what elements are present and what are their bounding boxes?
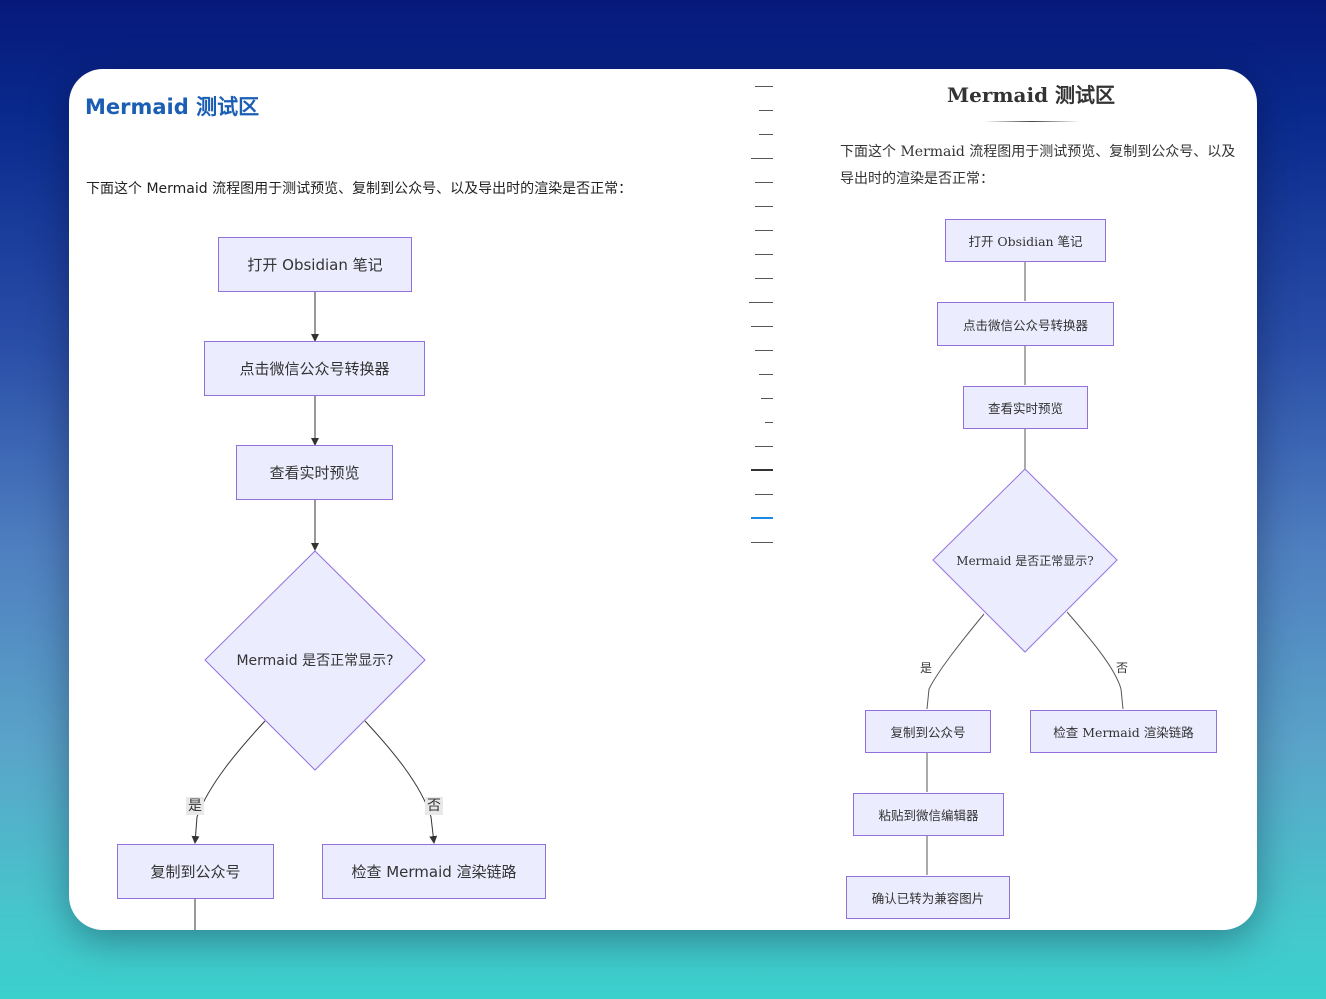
outline-tick[interactable] [755,230,773,231]
editor-flowchart-edges [191,292,438,930]
preview-edge-label-yes: 是 [920,661,933,675]
node-label: 检查 Mermaid 渲染链路 [1053,725,1194,740]
preview-node-confirm-image: 确认已转为兼容图片 [846,876,1010,919]
node-label: 复制到公众号 [150,863,241,881]
node-label: 打开 Obsidian 笔记 [968,234,1083,249]
outline-scroll-indicator[interactable] [749,69,779,930]
node-label: 点击微信公众号转换器 [239,360,390,378]
editor-pane[interactable]: Mermaid 测试区 下面这个 Mermaid 流程图用于测试预览、复制到公众… [69,69,749,930]
node-label: 检查 Mermaid 渲染链路 [351,863,517,881]
flowchart-node-check-render: 检查 Mermaid 渲染链路 [322,844,546,899]
preview-heading: Mermaid 测试区 [946,83,1116,107]
preview-flowchart-edges [926,262,1124,875]
outline-tick[interactable] [755,350,773,351]
outline-tick[interactable] [761,398,773,399]
node-label: 查看实时预览 [269,464,360,482]
flowchart-node-open-obsidian: 打开 Obsidian 笔记 [218,237,412,292]
editor-heading: Mermaid 测试区 [85,95,260,119]
app-window: Mermaid 测试区 下面这个 Mermaid 流程图用于测试预览、复制到公众… [69,69,1257,930]
edge-label-yes: 是 [186,797,204,815]
edge-label-no: 否 [425,797,443,815]
outline-tick[interactable] [755,494,773,495]
outline-tick[interactable] [751,542,773,543]
heading-divider [984,121,1080,122]
node-label: 确认已转为兼容图片 [871,891,985,906]
preview-node-check-render: 检查 Mermaid 渲染链路 [1030,710,1217,753]
preview-edge-label-no: 否 [1116,661,1129,675]
preview-node-open-obsidian: 打开 Obsidian 笔记 [945,219,1106,262]
outline-tick[interactable] [755,254,773,255]
outline-tick[interactable] [759,110,773,111]
outline-tick[interactable] [751,158,773,159]
preview-pane[interactable]: Mermaid 测试区 下面这个 Mermaid 流程图用于测试预览、复制到公众… [779,69,1257,930]
preview-node-paste-editor: 粘贴到微信编辑器 [853,793,1004,836]
outline-tick-current[interactable] [751,469,773,471]
outline-tick[interactable] [751,326,773,327]
flowchart-node-live-preview: 查看实时预览 [236,445,393,500]
outline-tick[interactable] [759,134,773,135]
flowchart-decision-label: Mermaid 是否正常显示? [236,653,394,669]
node-label: 复制到公众号 [890,725,966,740]
outline-tick[interactable] [755,206,773,207]
outline-tick-active[interactable] [751,517,773,519]
outline-tick[interactable] [765,422,773,423]
editor-paragraph: 下面这个 Mermaid 流程图用于测试预览、复制到公众号、以及导出时的渲染是否… [86,181,633,197]
flowchart-node-click-converter: 点击微信公众号转换器 [204,341,425,396]
preview-node-live-preview: 查看实时预览 [963,386,1088,429]
outline-tick[interactable] [759,374,773,375]
node-label: 查看实时预览 [987,401,1063,416]
flowchart-node-copy-to-wechat: 复制到公众号 [117,844,274,899]
outline-tick[interactable] [755,446,773,447]
outline-tick[interactable] [755,86,773,87]
outline-tick[interactable] [749,302,773,303]
outline-tick[interactable] [755,278,773,279]
outline-tick[interactable] [755,182,773,183]
preview-paragraph: 下面这个 Mermaid 流程图用于测试预览、复制到公众号、以及导出时的渲染是否… [840,144,1236,187]
node-label: 点击微信公众号转换器 [962,317,1088,333]
preview-decision-label: Mermaid 是否正常显示? [956,553,1094,568]
preview-node-copy-to-wechat: 复制到公众号 [865,710,991,753]
node-label: 粘贴到微信编辑器 [878,808,979,823]
node-label: 打开 Obsidian 笔记 [247,256,383,274]
preview-node-click-converter: 点击微信公众号转换器 [937,302,1114,346]
